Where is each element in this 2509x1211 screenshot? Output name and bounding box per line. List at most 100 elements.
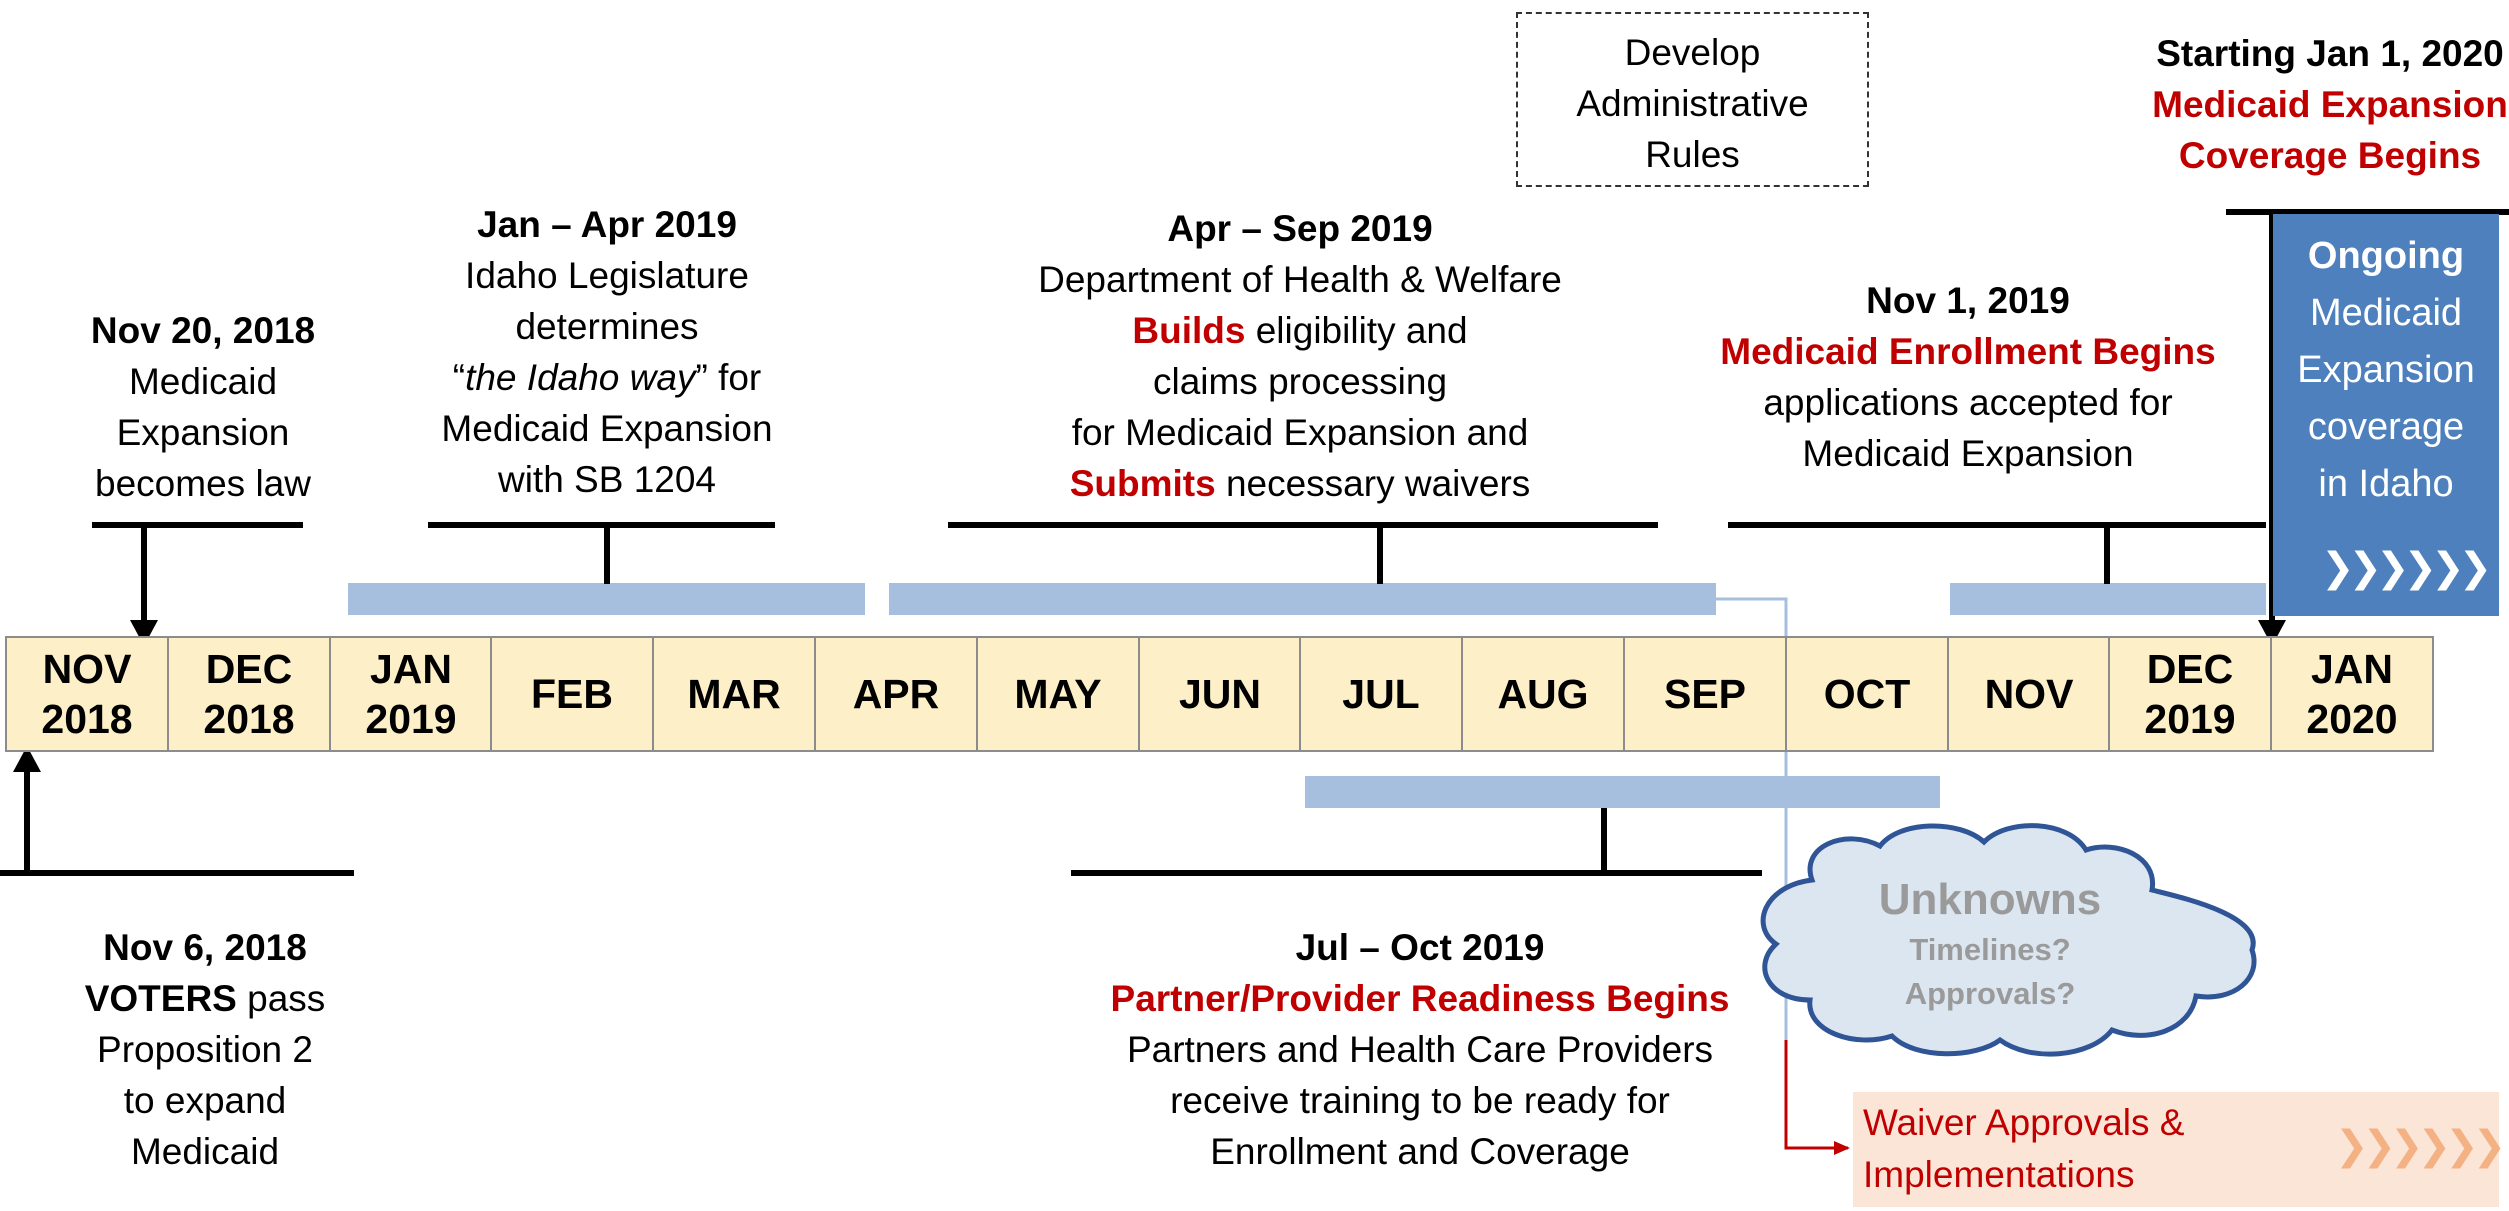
legislature-line5: with SB 1204: [497, 459, 717, 500]
readiness-line1: Partners and Health Care Providers: [1126, 1029, 1714, 1070]
ongoing-line3: coverage: [2307, 406, 2465, 448]
ongoing-line4: in Idaho: [2318, 463, 2454, 505]
month-label: NOV: [1984, 671, 2074, 717]
enrollment-phase-bar: [1950, 583, 2266, 615]
unknowns-line1: Timelines?: [1909, 932, 2071, 967]
legislature-bracket: [428, 522, 775, 584]
voters-line3: to expand: [123, 1080, 287, 1121]
dhw-event: Apr – Sep 2019 Department of Health & We…: [980, 203, 1620, 509]
enrollment-event: Nov 1, 2019 Medicaid Enrollment Begins a…: [1700, 275, 2236, 479]
voters-line2: Proposition 2: [97, 1029, 313, 1070]
month-label: JAN: [369, 646, 453, 692]
unknowns-cloud: [1760, 823, 2257, 1057]
enrollment-line2: Medicaid Expansion: [1802, 433, 2134, 474]
law-bracket: [92, 522, 303, 624]
dhw-line3: claims processing: [1152, 361, 1448, 402]
ongoing-coverage-box: Ongoing Medicaid Expansion coverage in I…: [2273, 214, 2499, 616]
month-label: FEB: [531, 671, 613, 717]
admin-rules-line1: Develop: [1624, 32, 1761, 73]
month-cell: SEP: [1623, 636, 1787, 752]
month-cell: NOV: [1947, 636, 2111, 752]
readiness-phase-bar: [1305, 776, 1940, 808]
enrollment-title: Medicaid Enrollment Begins: [1720, 331, 2216, 372]
admin-rules-line3: Rules: [1645, 134, 1740, 175]
readiness-date: Jul – Oct 2019: [1295, 927, 1545, 968]
law-line3: becomes law: [95, 463, 311, 504]
month-cell: JUL: [1299, 636, 1463, 752]
legislature-line1: Idaho Legislature: [465, 255, 749, 296]
readiness-title: Partner/Provider Readiness Begins: [1110, 978, 1730, 1019]
coverage-title-2: Coverage Begins: [2178, 135, 2482, 176]
law-arrow: [130, 620, 158, 646]
admin-rules-line2: Administrative: [1576, 83, 1809, 124]
month-cell: APR: [814, 636, 978, 752]
law-date: Nov 20, 2018: [90, 310, 316, 351]
month-year: 2018: [203, 696, 295, 742]
voters-arrow: [13, 746, 41, 772]
enrollment-bracket: [1728, 522, 2266, 584]
legislature-event: Jan – Apr 2019 Idaho Legislature determi…: [397, 199, 817, 505]
readiness-event: Jul – Oct 2019 Partner/Provider Readines…: [1080, 922, 1760, 1177]
legislature-line3: “the Idaho way” for: [452, 357, 762, 398]
coverage-title-1: Medicaid Expansion: [2152, 84, 2508, 125]
month-year: 2018: [41, 696, 133, 742]
month-year: 2020: [2306, 696, 2398, 742]
readiness-line3: Enrollment and Coverage: [1210, 1131, 1630, 1172]
month-label: DEC: [2146, 646, 2234, 692]
unknowns-text: Unknowns Timelines? Approvals?: [1830, 872, 2150, 1016]
month-label: DEC: [205, 646, 293, 692]
waiver-line2: Implementations: [1863, 1154, 2135, 1195]
coverage-arrow: [2258, 620, 2286, 646]
month-label: MAR: [687, 671, 781, 717]
month-label: SEP: [1663, 671, 1747, 717]
dhw-phase-bar: [889, 583, 1716, 615]
month-cell: MAR: [652, 636, 816, 752]
legislature-date: Jan – Apr 2019: [477, 204, 737, 245]
ongoing-line2: Expansion: [2297, 349, 2475, 391]
law-line2: Expansion: [116, 412, 290, 453]
dhw-line4: for Medicaid Expansion and: [1071, 412, 1529, 453]
waiver-approvals-box: Waiver Approvals & Implementations ❯❯❯❯❯…: [1853, 1092, 2506, 1207]
ongoing-chevrons-icon: ❯❯❯❯❯❯: [2321, 546, 2492, 590]
month-cell: MAY: [976, 636, 1140, 752]
month-label: NOV: [42, 646, 132, 692]
law-event: Nov 20, 2018 Medicaid Expansion becomes …: [40, 305, 366, 509]
coverage-date: Starting Jan 1, 2020: [2156, 33, 2504, 74]
waiver-connector-red: [1784, 1040, 1850, 1155]
enrollment-line1: applications accepted for: [1763, 382, 2173, 423]
month-label: AUG: [1497, 671, 1589, 717]
unknowns-line2: Approvals?: [1904, 976, 2076, 1011]
admin-rules-box: Develop Administrative Rules: [1516, 12, 1869, 187]
voters-date: Nov 6, 2018: [103, 927, 307, 968]
month-label: MAY: [1014, 671, 1102, 717]
waiver-line1: Waiver Approvals &: [1863, 1102, 2185, 1143]
month-label: JUN: [1178, 671, 1262, 717]
legislature-line4: Medicaid Expansion: [441, 408, 773, 449]
enrollment-date: Nov 1, 2019: [1866, 280, 2070, 321]
unknowns-title: Unknowns: [1878, 875, 2102, 924]
month-year: 2019: [365, 696, 457, 742]
dhw-line5: Submits necessary waivers: [1069, 463, 1531, 504]
waiver-chevrons-icon: ❯❯❯❯❯❯: [2335, 1124, 2506, 1168]
month-label: OCT: [1823, 671, 1911, 717]
dhw-bracket: [948, 522, 1658, 584]
month-label: APR: [852, 671, 940, 717]
month-cell: JUN: [1138, 636, 1302, 752]
legislature-line2: determines: [515, 306, 699, 347]
dhw-line2: Builds eligibility and: [1132, 310, 1468, 351]
dhw-date: Apr – Sep 2019: [1167, 208, 1433, 249]
readiness-line2: receive training to be ready for: [1170, 1080, 1670, 1121]
month-year: 2019: [2144, 696, 2236, 742]
voters-line1: VOTERS pass: [84, 978, 326, 1019]
coverage-bracket: [2226, 209, 2509, 624]
dhw-line1: Department of Health & Welfare: [1038, 259, 1562, 300]
voters-event: Nov 6, 2018 VOTERS pass Proposition 2 to…: [40, 922, 370, 1177]
month-cell: OCT: [1785, 636, 1949, 752]
legislature-phase-bar: [348, 583, 865, 615]
